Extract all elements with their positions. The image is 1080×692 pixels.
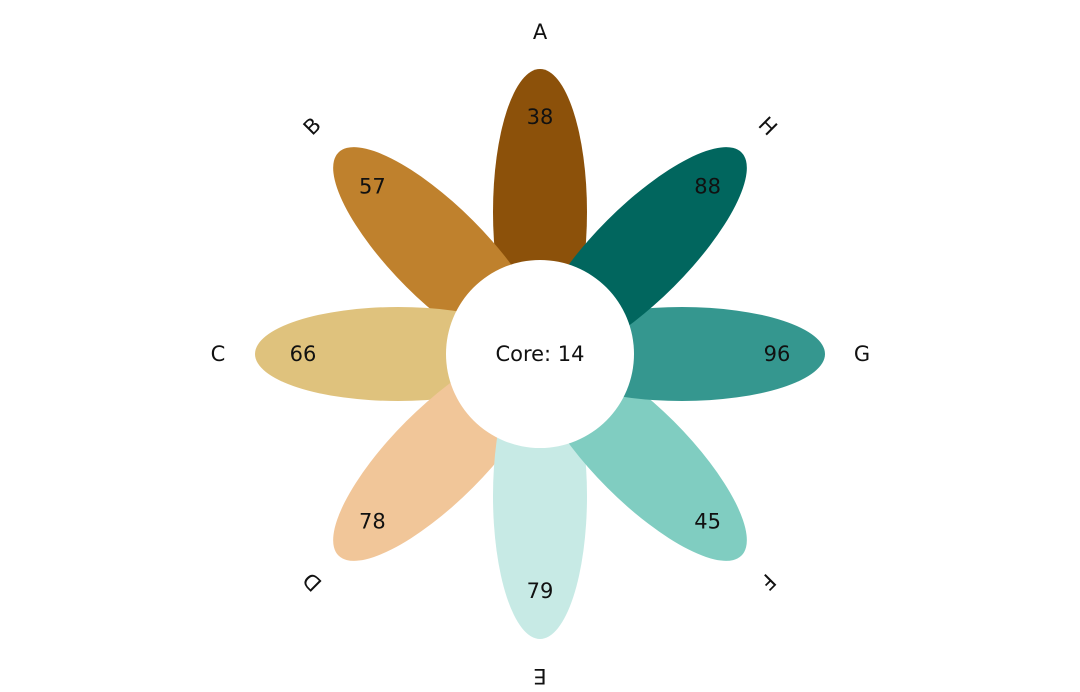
petal-value-c: 66 xyxy=(290,342,317,366)
petal-value-b: 57 xyxy=(359,174,386,198)
petal-value-g: 96 xyxy=(764,342,791,366)
set-label-a: A xyxy=(533,20,548,44)
petal-value-f: 45 xyxy=(694,510,721,534)
set-label-d: D xyxy=(298,567,326,595)
petal-value-h: 88 xyxy=(694,174,721,198)
set-label-g: G xyxy=(854,342,870,366)
set-label-f: F xyxy=(755,569,781,595)
set-label-c: C xyxy=(211,342,226,366)
set-label-b: B xyxy=(299,113,326,140)
petal-value-a: 38 xyxy=(527,105,554,129)
petal-value-e: 79 xyxy=(527,579,554,603)
petal-values-group: 38 57 66 78 79 45 96 88 xyxy=(290,105,791,603)
set-label-e: E xyxy=(533,664,546,688)
core-circle xyxy=(446,260,634,448)
petal-value-d: 78 xyxy=(359,510,386,534)
set-label-h: H xyxy=(754,112,782,140)
core-label: Core: 14 xyxy=(495,342,584,366)
